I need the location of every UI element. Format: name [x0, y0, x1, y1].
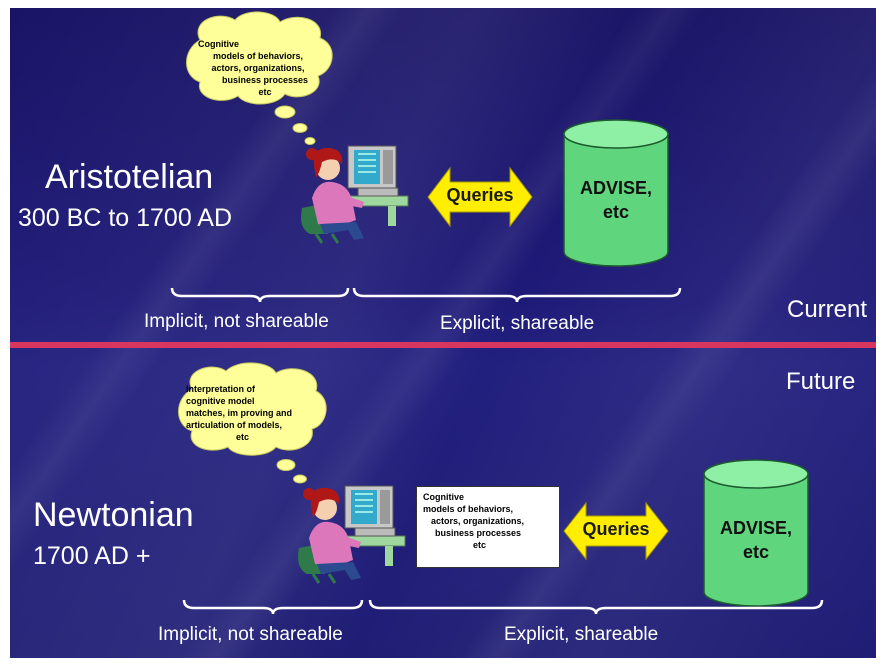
- queries-arrow-label: Queries: [582, 519, 650, 539]
- box-line: business processes: [435, 528, 522, 538]
- explicit-brace: [368, 599, 824, 615]
- explicit-label: Explicit, shareable: [504, 624, 659, 645]
- cloud-line: business processes: [221, 75, 309, 85]
- double-arrow-icon: [563, 501, 669, 561]
- implicit-brace: [182, 599, 364, 615]
- thought-cloud-icon: [178, 362, 327, 484]
- queries-arrow-label: Queries: [446, 185, 514, 205]
- person-at-computer-icon: [298, 485, 406, 584]
- cylinder-label: ADVISE, etc: [702, 516, 810, 564]
- thought-cloud-text: Cognitive models of behaviors, actors, o…: [198, 38, 318, 98]
- era-title: Aristotelian: [45, 158, 214, 196]
- section-label-future: Future: [786, 368, 856, 395]
- implicit-label: Implicit, not shareable: [144, 311, 329, 332]
- cylinder-line: etc: [742, 542, 769, 562]
- explicit-label: Explicit, shareable: [440, 313, 595, 334]
- era-range: 300 BC to 1700 AD: [18, 204, 233, 232]
- cloud-line: articulation of models,: [186, 420, 283, 430]
- cloud-line: models of behaviors,: [212, 51, 304, 61]
- implicit-label: Implicit, not shareable: [158, 624, 343, 645]
- cloud-line: Cognitive: [198, 39, 240, 49]
- cloud-line: matches, im proving and: [186, 408, 293, 418]
- box-line: models of behaviors,: [423, 504, 514, 514]
- database-cylinder-icon: [563, 119, 669, 267]
- cylinder-line: ADVISE,: [719, 518, 793, 538]
- thought-cloud-text: Interpretation of cognitive model matche…: [186, 383, 316, 443]
- implicit-brace: [170, 287, 350, 303]
- cylinder-label: ADVISE, etc: [562, 176, 670, 224]
- section-divider: [10, 342, 876, 348]
- cylinder-line: etc: [602, 202, 629, 222]
- box-line: etc: [473, 540, 487, 550]
- box-line: Cognitive: [423, 492, 465, 502]
- cloud-line: actors, organizations,: [211, 63, 305, 73]
- section-label-current: Current: [787, 296, 868, 323]
- cloud-line: Interpretation of: [186, 384, 255, 394]
- cylinder-line: ADVISE,: [579, 178, 653, 198]
- person-at-computer-icon: [301, 145, 409, 244]
- slide: Cognitive models of behaviors, actors, o…: [10, 8, 876, 658]
- era-title: Newtonian: [33, 496, 194, 534]
- cloud-line: etc: [258, 87, 272, 97]
- era-range: 1700 AD +: [33, 542, 151, 570]
- explicit-brace: [352, 287, 682, 303]
- thought-cloud-icon: [186, 11, 333, 145]
- double-arrow-icon: [427, 166, 533, 228]
- database-cylinder-icon: [703, 459, 809, 607]
- box-line: actors, organizations,: [431, 516, 525, 526]
- cloud-line: cognitive model: [186, 396, 255, 406]
- cognitive-models-box: Cognitive models of behaviors, actors, o…: [416, 486, 560, 568]
- cloud-line: etc: [236, 432, 250, 442]
